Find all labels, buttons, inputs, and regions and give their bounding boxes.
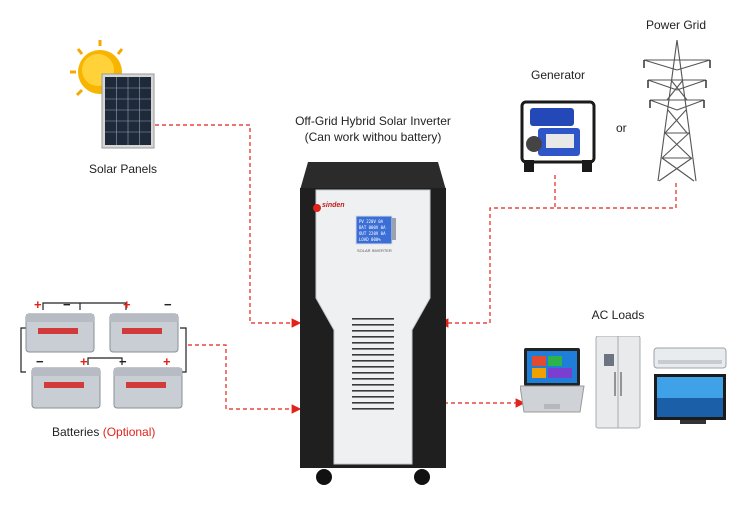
inverter-panel-caption: SOLAR INVERTER bbox=[357, 248, 392, 253]
laptop-icon bbox=[520, 348, 585, 413]
batteries-optional-text: (Optional) bbox=[102, 425, 156, 439]
solar-panel-icon bbox=[70, 40, 155, 149]
battery-4 bbox=[113, 367, 183, 409]
battery-minus-1: − bbox=[63, 297, 71, 312]
ac-loads-icons bbox=[520, 336, 727, 429]
generator-label: Generator bbox=[530, 68, 586, 82]
lcd-line-2: BAT 000V 0A bbox=[359, 225, 386, 230]
ac-loads-label: AC Loads bbox=[591, 308, 645, 322]
grid-link bbox=[438, 183, 677, 328]
lcd-line-4: LOAD 000% bbox=[359, 237, 381, 242]
lcd-screen bbox=[355, 215, 393, 245]
battery-2 bbox=[109, 313, 179, 353]
battery-minus-3: − bbox=[36, 354, 44, 369]
battery-minus-4: − bbox=[119, 354, 127, 369]
air-conditioner-icon bbox=[653, 347, 727, 369]
battery-3 bbox=[31, 367, 101, 409]
battery-link bbox=[188, 344, 302, 414]
solar-panels-label: Solar Panels bbox=[88, 162, 158, 176]
power-tower-icon bbox=[643, 39, 711, 182]
battery-plus-2: + bbox=[123, 297, 131, 312]
inverter-title: Off-Grid Hybrid Solar Inverter (Can work… bbox=[268, 113, 478, 145]
or-text: or bbox=[616, 121, 627, 135]
battery-plus-3: + bbox=[80, 354, 88, 369]
battery-1 bbox=[25, 313, 95, 353]
inverter-title-line1: Off-Grid Hybrid Solar Inverter bbox=[295, 114, 451, 128]
refrigerator-icon bbox=[595, 336, 641, 429]
television-icon bbox=[654, 374, 726, 424]
battery-plus-4: + bbox=[163, 354, 171, 369]
battery-plus-1: + bbox=[34, 297, 42, 312]
solar-link bbox=[155, 124, 302, 328]
power-grid-label: Power Grid bbox=[645, 18, 707, 32]
battery-minus-2: − bbox=[164, 297, 172, 312]
lcd-readout: PV 220V 0A BAT 000V 0A OUT 220V 0A LOAD … bbox=[359, 219, 391, 243]
generator-icon bbox=[520, 100, 596, 172]
inverter-cabinet bbox=[300, 162, 446, 485]
battery-bank-icon bbox=[20, 302, 187, 409]
batteries-label: Batteries (Optional) bbox=[52, 425, 155, 439]
inverter-brand: sinden bbox=[322, 202, 345, 209]
lcd-line-1: PV 220V 0A bbox=[359, 219, 384, 224]
batteries-label-text: Batteries bbox=[52, 425, 100, 439]
inverter-title-line2: (Can work withou battery) bbox=[304, 130, 442, 144]
lcd-line-3: OUT 220V 0A bbox=[359, 231, 386, 236]
